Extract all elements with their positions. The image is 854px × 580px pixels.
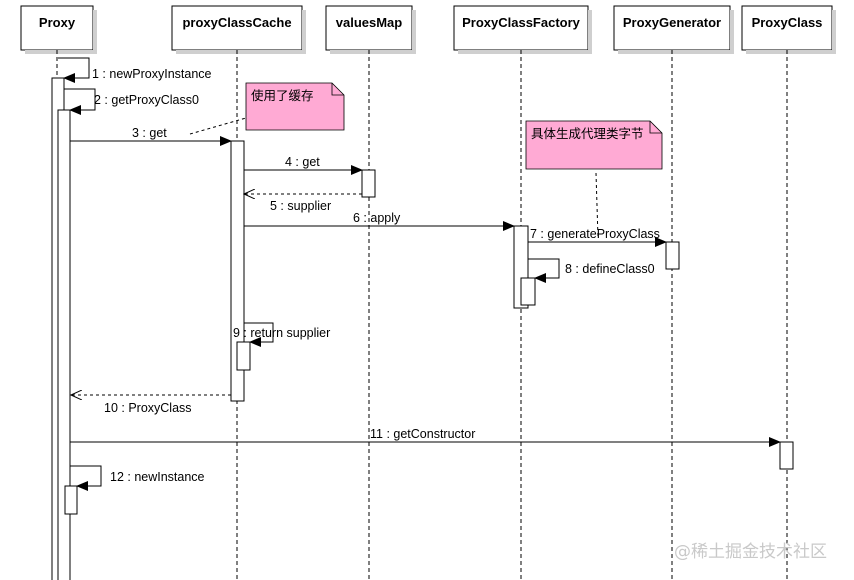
participant-name-proxy: Proxy [39, 15, 76, 30]
activation-generator [665, 241, 680, 270]
watermark: @稀土掘金技术社区 [674, 542, 827, 562]
participant-proxy: Proxy [20, 5, 97, 54]
participant-proxy-class-factory: ProxyClassFactory [453, 5, 592, 54]
participant-name-proxy-class-cache: proxyClassCache [182, 15, 291, 30]
message-label: 10 : ProxyClass [104, 401, 192, 415]
message-label: 6 : apply [353, 211, 401, 225]
message-label: 5 : supplier [270, 199, 331, 213]
message-label: 3 : get [132, 126, 167, 140]
message-8: 8 : defineClass0 [528, 258, 655, 283]
message-label: 4 : get [285, 155, 320, 169]
message-10: 10 : ProxyClass [71, 395, 231, 415]
participant-name-proxy-class-factory: ProxyClassFactory [462, 15, 581, 30]
message-9: 9 : return supplier [233, 322, 330, 347]
message-12: 12 : newInstance [70, 465, 205, 491]
message-11: 11 : getConstructor [70, 427, 781, 447]
message-7: 7 : generateProxyClass [528, 227, 667, 247]
message-3: 3 : get [70, 126, 232, 146]
message-label: 8 : defineClass0 [565, 262, 655, 276]
message-label: 12 : newInstance [110, 470, 205, 484]
message-label: 9 : return supplier [233, 326, 330, 340]
message-4: 4 : get [244, 155, 363, 175]
message-label: 7 : generateProxyClass [530, 227, 660, 241]
note-text: 具体生成代理类字节 [531, 126, 644, 141]
participant-values-map: valuesMap [325, 5, 416, 54]
activation-values-map [361, 169, 376, 198]
participant-name-proxy-generator: ProxyGenerator [623, 15, 721, 30]
participant-proxy-class: ProxyClass [741, 5, 836, 54]
activation-cache-1 [230, 140, 245, 402]
message-1: 1 : newProxyInstance [58, 57, 212, 83]
note-connector [189, 117, 247, 135]
message-2: 2 : getProxyClass0 [64, 88, 199, 115]
activation-proxy-2 [57, 109, 71, 580]
participant-proxy-generator: ProxyGenerator [613, 5, 734, 54]
note-text: 使用了缓存 [251, 88, 314, 103]
activation-proxy-class [779, 441, 794, 470]
message-6: 6 : apply [244, 211, 515, 231]
activation-factory-2 [520, 277, 536, 306]
participant-name-values-map: valuesMap [336, 15, 403, 30]
note-generate: 具体生成代理类字节 [525, 120, 663, 239]
activation-proxy-3 [64, 485, 78, 515]
participant-proxy-class-cache: proxyClassCache [171, 5, 306, 54]
message-label: 1 : newProxyInstance [92, 67, 212, 81]
message-5: 5 : supplier [244, 194, 362, 213]
participant-name-proxy-class: ProxyClass [752, 15, 823, 30]
message-label: 11 : getConstructor [370, 427, 475, 441]
message-label: 2 : getProxyClass0 [94, 93, 199, 107]
activation-cache-2 [236, 341, 251, 371]
note-connector [595, 172, 599, 239]
note-cache: 使用了缓存 [189, 82, 345, 135]
